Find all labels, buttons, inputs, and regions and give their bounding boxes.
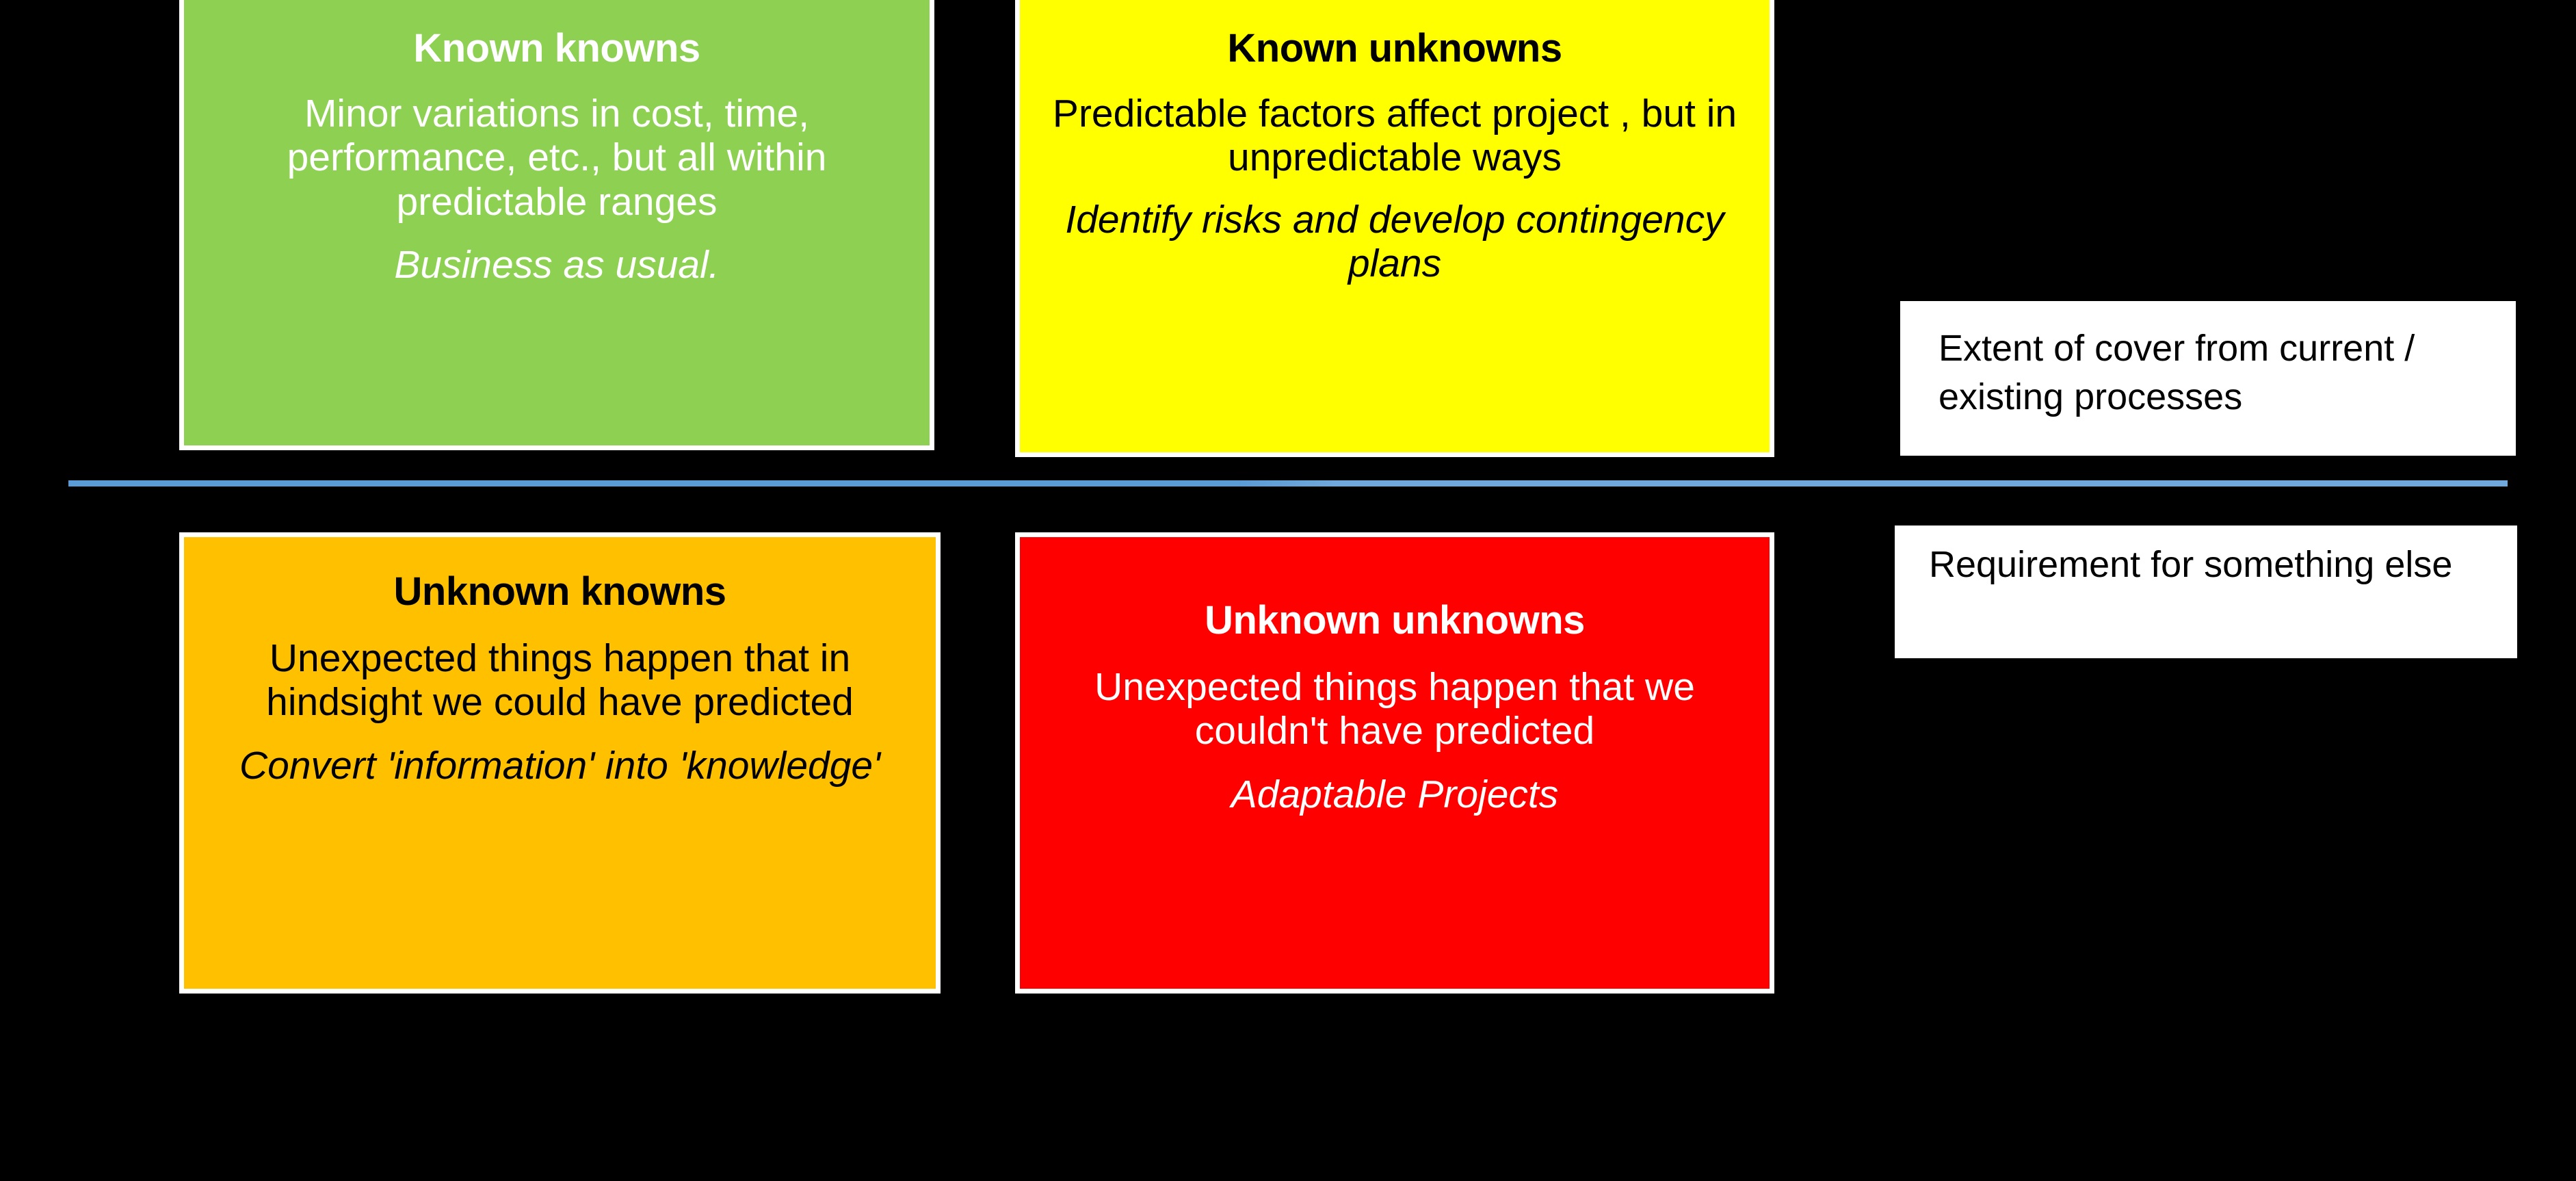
quadrant-body-text: Unexpected things happen that we couldn'… (1094, 664, 1695, 753)
quadrant-title: Unknown unknowns (1205, 598, 1585, 643)
quadrant-known-unknowns[interactable]: Known unknowns Predictable factors affec… (1015, 0, 1774, 457)
quadrant-unknown-knowns[interactable]: Unknown knowns Unexpected things happen … (179, 532, 941, 994)
quadrant-emphasis-text: Business as usual. (394, 243, 720, 287)
quadrant-title: Unknown knowns (393, 569, 727, 614)
quadrant-known-knowns[interactable]: Known knowns Minor variations in cost, t… (179, 0, 934, 450)
quadrant-body-text: Minor variations in cost, time, performa… (287, 91, 827, 224)
horizontal-divider-line (68, 480, 2508, 486)
quadrant-emphasis-text: Convert 'information' into 'knowledge' (239, 743, 881, 788)
quadrant-body-text: Predictable factors affect project , but… (1052, 91, 1737, 180)
callout-requirement[interactable]: Requirement for something else (1895, 525, 2517, 658)
quadrant-emphasis-text: Identify risks and develop contingency p… (1065, 197, 1724, 286)
quadrant-body-text: Unexpected things happen that in hindsig… (266, 636, 854, 725)
callout-extent-of-cover[interactable]: Extent of cover from current / existing … (1900, 301, 2516, 456)
quadrant-title: Known knowns (413, 26, 700, 70)
quadrant-title: Known unknowns (1227, 26, 1562, 70)
quadrant-unknown-unknowns[interactable]: Unknown unknowns Unexpected things happe… (1015, 532, 1774, 994)
quadrant-emphasis-text: Adaptable Projects (1231, 772, 1559, 816)
